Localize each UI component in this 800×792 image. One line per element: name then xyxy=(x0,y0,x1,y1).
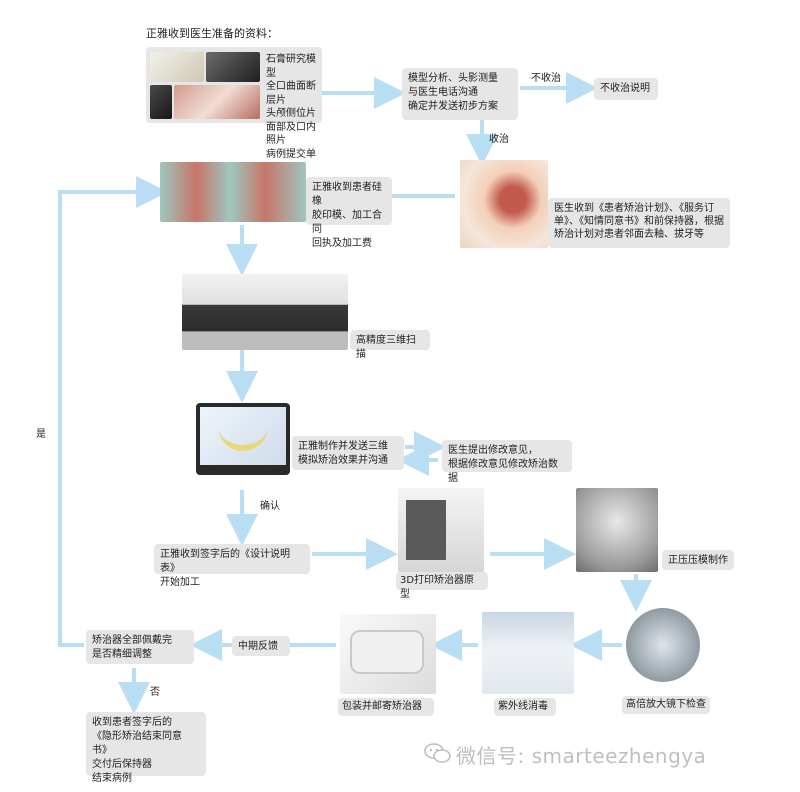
materials-box: 石膏研究模型 全口曲面断层片 头颅侧位片 面部及口内照片 病例提交单 xyxy=(146,47,322,123)
magnifier-photo xyxy=(626,608,700,682)
plaster-model-image xyxy=(150,52,204,82)
feedback-box: 医生提出修改意见， 根据修改意见修改矫治数据 xyxy=(442,440,572,472)
end-box: 收到患者签字后的 《隐形矫治结束同意书》 交付后保持器 结束病例 xyxy=(86,712,206,776)
edge-label-confirm: 确认 xyxy=(260,500,280,513)
uv-photo xyxy=(482,612,574,694)
doctor-photo xyxy=(460,160,548,248)
pack-box: 包装并邮寄矫治器 xyxy=(338,698,434,716)
wear-check-box: 矫治器全部佩戴完 是否精细调整 xyxy=(86,630,194,664)
uv-box: 紫外线消毒 xyxy=(494,698,556,716)
ceph-xray-image xyxy=(150,85,172,119)
intraoral-photo-image xyxy=(174,85,260,119)
arrow-loop-yes xyxy=(60,192,160,645)
design-form-box: 正雅收到签字后的《设计说明表》 开始加工 xyxy=(154,544,310,574)
analysis-box: 模型分析、头影测量 与医生电话沟通 确定并发送初步方案 xyxy=(402,68,518,120)
scanner-photo xyxy=(182,274,348,350)
impression-photo xyxy=(160,162,306,222)
edge-label-not-treat: 不收治 xyxy=(531,72,561,85)
edge-label-yes: 是 xyxy=(36,428,46,441)
press-machine-photo xyxy=(576,488,658,572)
header-title: 正雅收到医生准备的资料： xyxy=(146,27,278,40)
materials-text: 石膏研究模型 全口曲面断层片 头颅侧位片 面部及口内照片 病例提交单 xyxy=(266,53,322,161)
print-box: 3D打印矫治器原型 xyxy=(396,572,488,590)
package-photo xyxy=(340,614,436,694)
panoramic-xray-image xyxy=(206,52,260,82)
edge-label-treat: 收治 xyxy=(489,133,509,146)
scan-box: 高精度三维扫描 xyxy=(350,330,430,350)
impression-box: 正雅收到患者硅橡 胶印模、加工合同 回执及加工费 xyxy=(306,177,392,225)
simulate-box: 正雅制作并发送三维 模拟矫治效果并沟通 xyxy=(292,436,404,470)
edge-label-no: 否 xyxy=(150,686,160,699)
printer-photo xyxy=(398,488,484,572)
reject-box: 不收治说明 xyxy=(594,78,658,100)
watermark-text: 微信号: smarteezhengya xyxy=(456,740,706,769)
monitor-image xyxy=(196,403,290,475)
press-box: 正压压模制作 xyxy=(662,550,734,570)
doctor-box: 医生收到《患者矫治计划》、《服务订单》、《知情同意书》和前保持器，根据矫治计划对… xyxy=(548,198,730,248)
inspect-box: 高倍放大镜下检查 xyxy=(622,696,710,714)
wechat-icon xyxy=(424,742,452,764)
mid-feedback-box: 中期反馈 xyxy=(232,636,290,656)
